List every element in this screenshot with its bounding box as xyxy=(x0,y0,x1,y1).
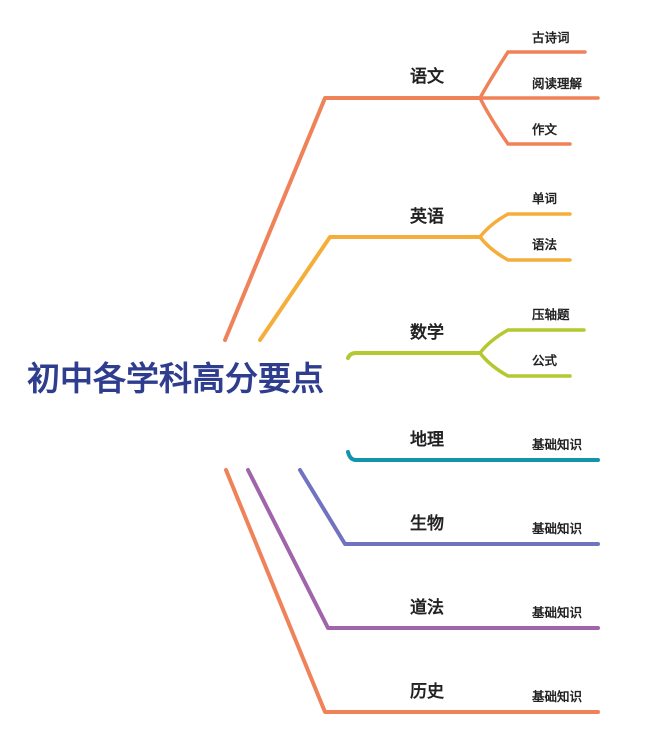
topic-line-poetry xyxy=(478,50,587,100)
subject-morality-law[interactable]: 道法 xyxy=(410,598,444,618)
subject-geography[interactable]: 地理 xyxy=(410,430,444,450)
subject-english[interactable]: 英语 xyxy=(410,207,444,227)
central-topic[interactable]: 初中各学科高分要点 xyxy=(27,359,324,398)
branch-line-math xyxy=(346,351,482,360)
branch-line-morality-law xyxy=(246,468,600,630)
topic-reading[interactable]: 阅读理解 xyxy=(532,76,583,91)
branch-geography xyxy=(346,450,600,462)
branch-line-english xyxy=(258,235,482,342)
topic-line-vocab xyxy=(478,212,572,239)
branch-line-biology xyxy=(298,468,600,546)
topic-hard-problems[interactable]: 压轴题 xyxy=(532,307,570,322)
topic-essay[interactable]: 作文 xyxy=(532,122,558,137)
subject-chinese[interactable]: 语文 xyxy=(410,67,444,87)
subject-math[interactable]: 数学 xyxy=(410,323,444,343)
topic-line-hard-problems xyxy=(478,328,586,355)
topic-grammar[interactable]: 语法 xyxy=(532,237,558,252)
branch-history xyxy=(224,468,600,714)
topic-formulas[interactable]: 公式 xyxy=(532,353,558,368)
branch-chinese xyxy=(223,50,600,342)
topic-line-essay xyxy=(478,96,572,146)
topic-biology-basics[interactable]: 基础知识 xyxy=(532,521,583,536)
topic-line-grammar xyxy=(478,235,572,262)
branch-math xyxy=(346,328,586,378)
topic-line-formulas xyxy=(478,351,572,378)
branch-english xyxy=(258,212,572,342)
topic-morality-law-basics[interactable]: 基础知识 xyxy=(532,605,583,620)
subject-history[interactable]: 历史 xyxy=(410,682,444,702)
branch-morality-law xyxy=(246,468,600,630)
topic-poetry[interactable]: 古诗词 xyxy=(532,30,570,45)
branch-biology xyxy=(298,468,600,546)
topic-geography-basics[interactable]: 基础知识 xyxy=(532,437,583,452)
branch-line-geography xyxy=(346,450,600,462)
topic-vocab[interactable]: 单词 xyxy=(532,191,558,206)
branch-line-chinese xyxy=(223,96,482,342)
branch-line-history xyxy=(224,468,600,714)
subject-biology[interactable]: 生物 xyxy=(410,514,444,534)
topic-history-basics[interactable]: 基础知识 xyxy=(532,689,583,704)
